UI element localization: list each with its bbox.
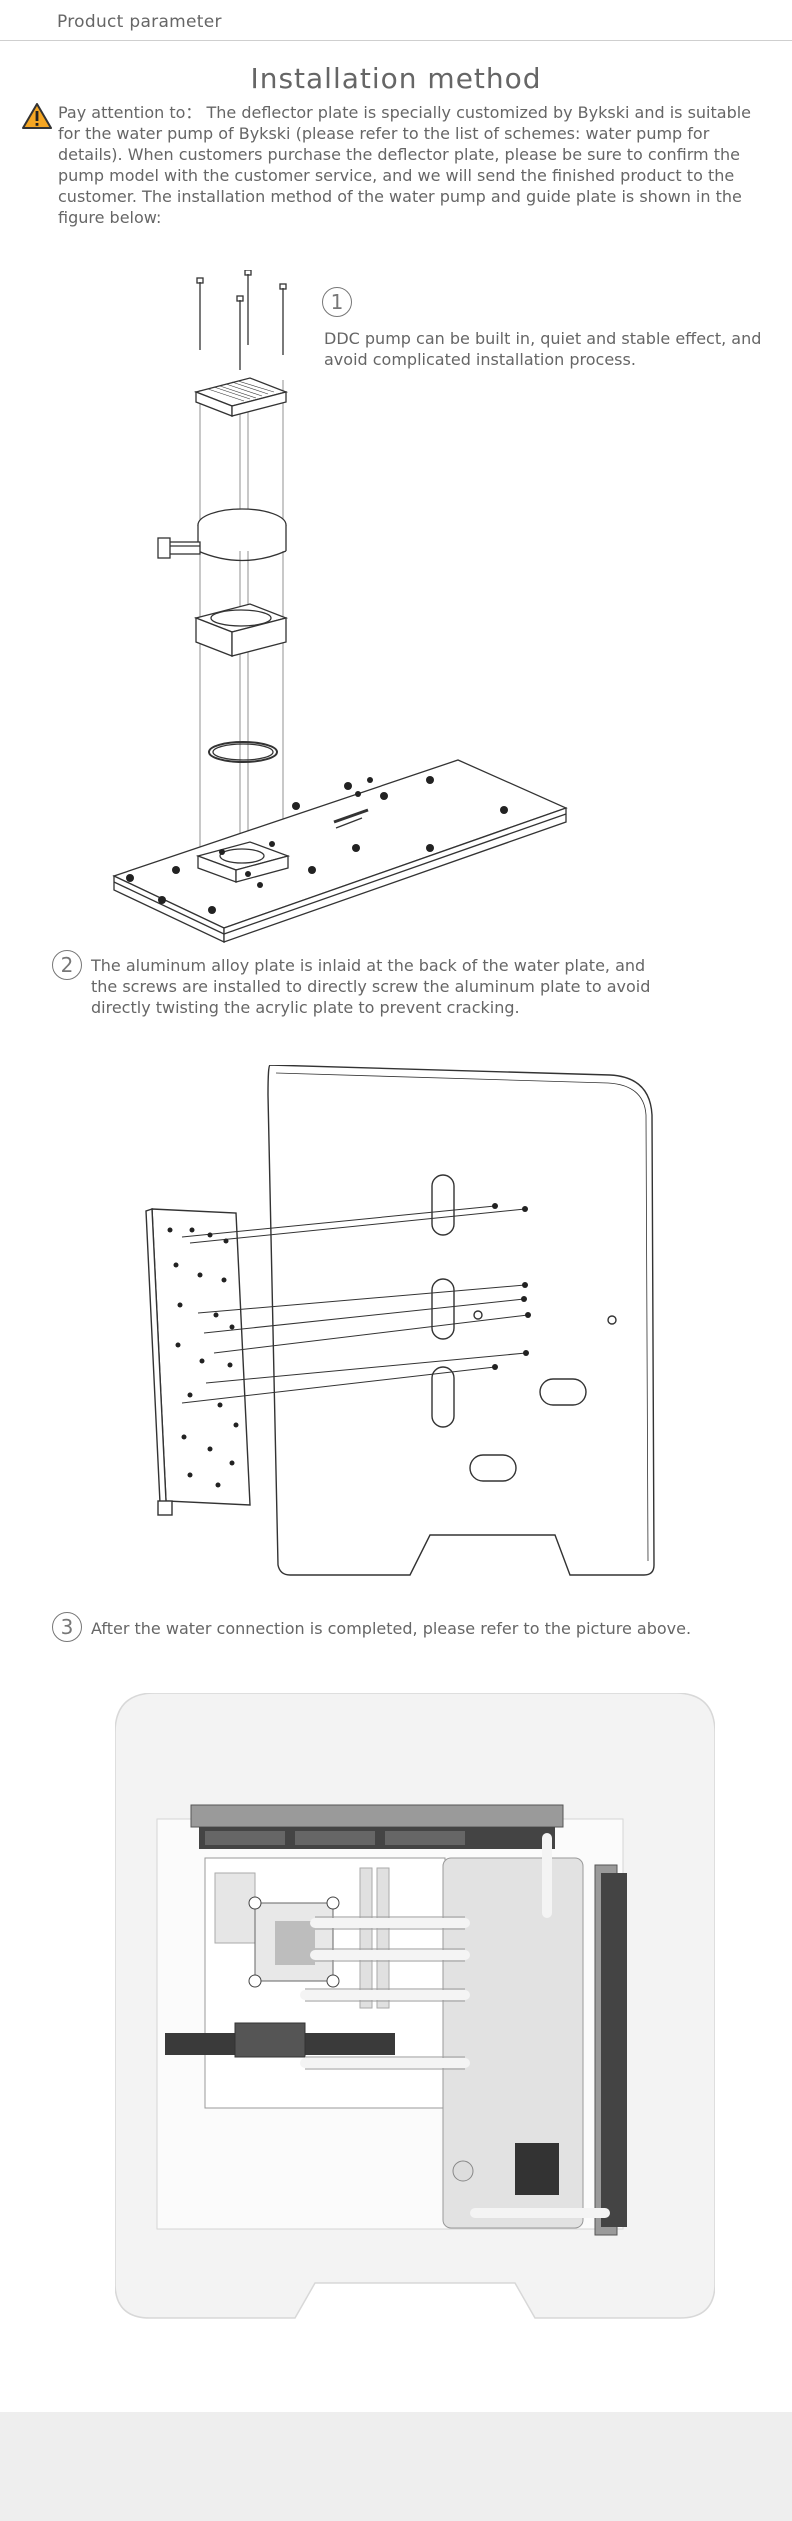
pump-exploded-diagram — [112, 270, 568, 944]
warning-triangle-icon — [22, 103, 52, 129]
page-header: Product parameter — [0, 0, 792, 42]
step-2-number: 2 — [52, 950, 82, 980]
plate-mounting-diagram — [145, 1065, 655, 1576]
assembled-case-image — [115, 1693, 715, 2319]
step-3-text: After the water connection is completed,… — [91, 1619, 692, 1638]
header-divider — [0, 40, 792, 41]
step-2-text: The aluminum alloy plate is inlaid at th… — [91, 956, 651, 1017]
notice-text: Pay attention to： The deflector plate is… — [58, 103, 752, 227]
footer-band — [0, 2412, 792, 2521]
header-label: Product parameter — [57, 12, 222, 32]
step-1-text: DDC pump can be built in, quiet and stab… — [324, 329, 762, 369]
screws — [196, 270, 287, 370]
section-title: Installation method — [250, 62, 542, 95]
step-3-number: 3 — [52, 1612, 82, 1642]
step-1-number: 1 — [322, 287, 352, 317]
